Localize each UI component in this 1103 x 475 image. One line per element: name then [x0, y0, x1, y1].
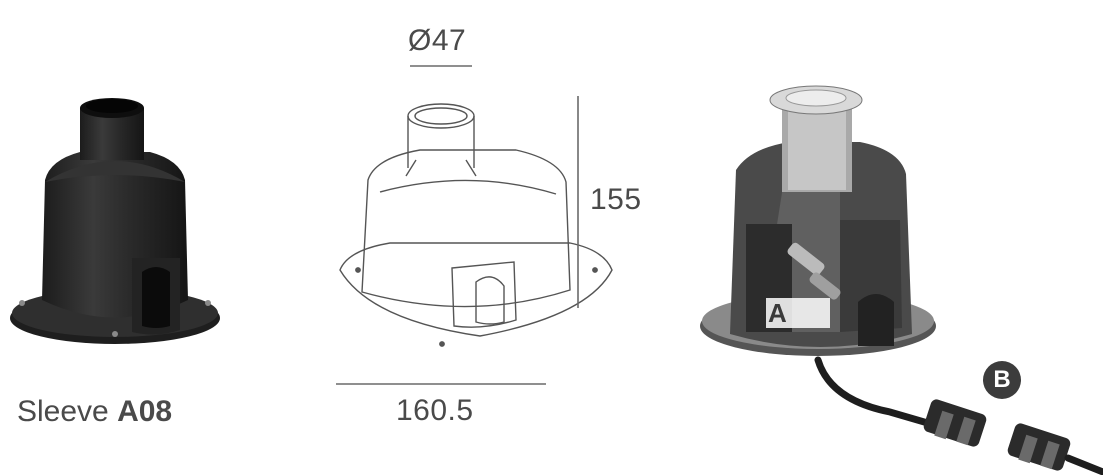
width-dimension: 160.5: [396, 394, 474, 427]
installation-cutaway: A B: [690, 70, 1103, 475]
product-label: Sleeve A08: [17, 395, 172, 429]
height-dimension: 155: [590, 183, 642, 216]
product-label-prefix: Sleeve: [17, 395, 109, 428]
callout-a: A: [768, 298, 787, 328]
product-label-code: A08: [117, 395, 173, 428]
callout-b: B: [983, 361, 1021, 399]
technical-drawing: Ø47 155 160.5: [320, 0, 660, 430]
sleeve-photo: [0, 0, 240, 380]
diameter-dimension: Ø47: [408, 24, 467, 57]
